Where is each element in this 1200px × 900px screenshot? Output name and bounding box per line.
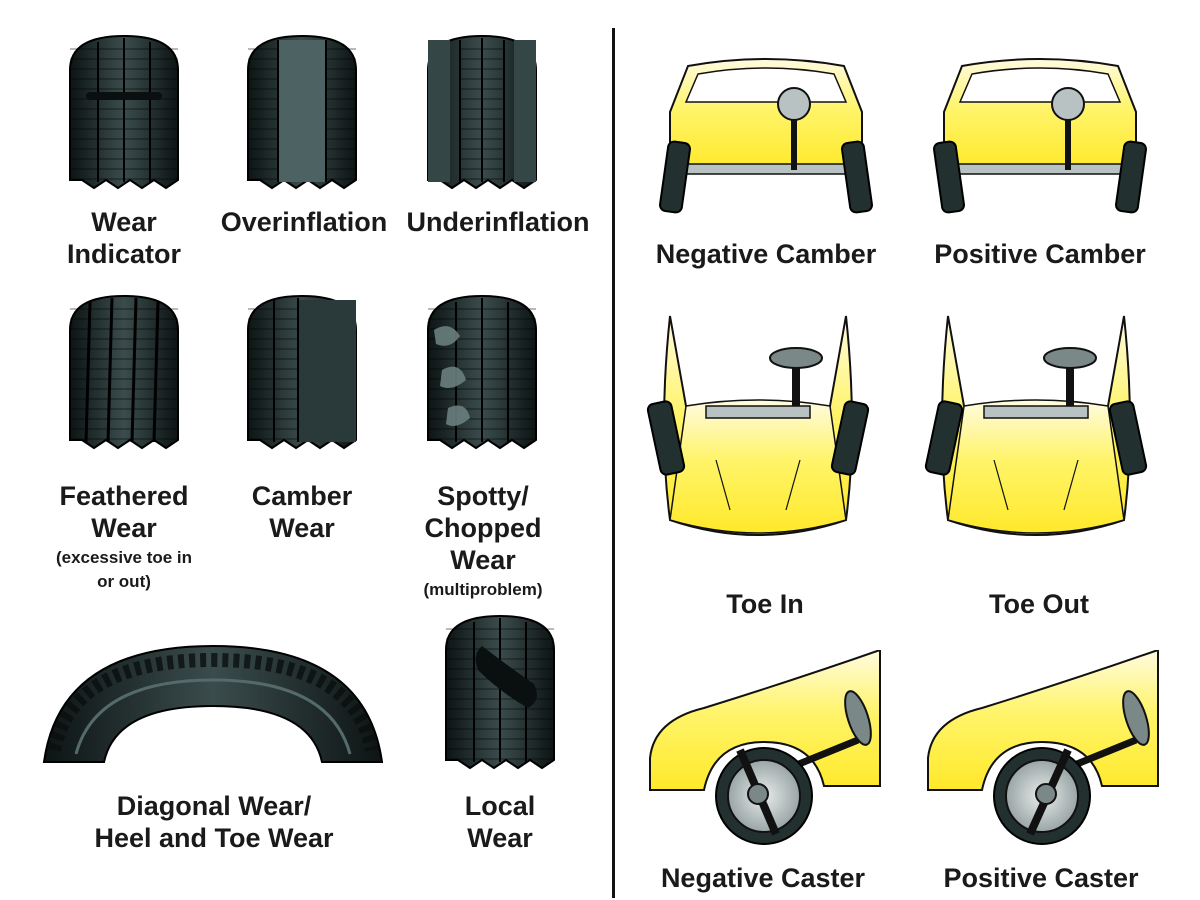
local-wear-label: Local Wear (464, 791, 536, 853)
feathered-wear-note: (excessive toe in or out) (55, 548, 193, 591)
toe-in-car (646, 310, 870, 560)
feathered-wear-label: Feathered Wear (excessive toe in or out) (32, 480, 216, 594)
underinflation-label: Underinflation (406, 207, 590, 237)
camber-wear-tire (240, 290, 364, 450)
positive-caster-car (922, 650, 1160, 846)
camber-wear-label: Camber Wear (251, 481, 353, 543)
toe-out-label: Toe Out (989, 589, 1089, 619)
diagonal-wear-label: Diagonal Wear/ Heel and Toe Wear (94, 791, 334, 853)
negative-camber-car (654, 52, 878, 218)
feathered-wear-title: Feathered Wear (59, 481, 189, 543)
spotty-wear-tire (420, 290, 544, 450)
diagonal-wear-tire (40, 636, 386, 766)
negative-camber-label: Negative Camber (655, 239, 877, 269)
positive-camber-label: Positive Camber (934, 239, 1146, 269)
positive-camber-car (928, 52, 1152, 218)
underinflation-tire (420, 30, 544, 190)
toe-out-car (924, 310, 1148, 560)
spotty-wear-note: (multiproblem) (423, 580, 543, 599)
toe-in-label: Toe In (726, 589, 804, 619)
wear-indicator-tire (62, 30, 186, 190)
feathered-wear-tire (62, 290, 186, 450)
overinflation-label: Overinflation (220, 207, 388, 237)
section-divider (612, 28, 615, 898)
wear-indicator-label: Wear Indicator (66, 207, 181, 269)
spotty-wear-title: Spotty/ Chopped Wear (424, 481, 542, 575)
overinflation-tire (240, 30, 364, 190)
negative-caster-car (644, 650, 882, 846)
negative-caster-label: Negative Caster (660, 863, 866, 893)
positive-caster-label: Positive Caster (943, 863, 1139, 893)
spotty-wear-label: Spotty/ Chopped Wear (multiproblem) (398, 480, 568, 602)
local-wear-tire (438, 610, 562, 770)
